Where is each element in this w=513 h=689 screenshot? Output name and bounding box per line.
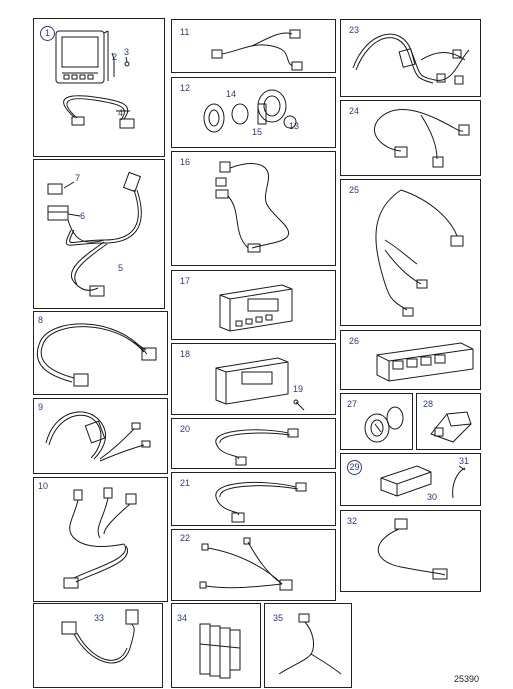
panel-label: 10 [38, 481, 49, 491]
panel-1: 1 2 3 4 [33, 18, 165, 157]
panel-label: 12 [180, 83, 191, 93]
panel-label: 11 [180, 27, 190, 37]
panel-17: 17 [171, 270, 336, 340]
panel-label: 8 [38, 315, 44, 325]
panel-20: 20 [171, 418, 336, 469]
harness-9-drawing [45, 411, 151, 462]
callout-2: 2 [112, 52, 118, 62]
callout-14: 14 [226, 89, 237, 99]
panel-label: 22 [180, 533, 191, 543]
callout-3: 3 [124, 47, 130, 57]
panel-label: 16 [180, 157, 191, 167]
control-unit-18-drawing [215, 357, 305, 411]
panel-5-6-7: 7 6 5 [33, 159, 165, 309]
panel-12: 12 14 15 13 [171, 77, 336, 148]
panel-label: 9 [38, 402, 44, 412]
panel-label: 33 [94, 613, 105, 623]
bracket-28-drawing [430, 411, 472, 443]
panel-34: 34 [171, 603, 261, 688]
panel-29: 29 31 30 [340, 453, 481, 506]
sensor-29-drawing [380, 465, 466, 499]
panel-label: 20 [180, 424, 191, 434]
figure-number: 25390 [453, 674, 479, 684]
panel-label: 24 [349, 106, 360, 116]
switch-27-drawing [364, 406, 404, 443]
panel-24: 24 [340, 100, 481, 176]
harness-11-drawing [211, 29, 303, 71]
panel-label: 18 [180, 349, 191, 359]
panel-label: 34 [177, 613, 188, 623]
callout-6: 6 [80, 211, 86, 221]
harness-22-drawing [199, 537, 293, 591]
harness-25-drawing [375, 189, 464, 317]
module-26-drawing [376, 342, 474, 382]
panel-label: 28 [423, 399, 434, 409]
panel-label: 32 [347, 516, 358, 526]
panel-26: 26 [340, 330, 481, 390]
panel-label: 26 [349, 336, 360, 346]
callout-15: 15 [252, 127, 263, 137]
callout-19: 19 [293, 384, 304, 394]
connectors-12-drawing [203, 89, 297, 133]
harness-10-drawing [63, 487, 137, 589]
panel-label: 29 [347, 460, 362, 475]
panel-10: 10 [33, 477, 168, 602]
callout-31: 31 [459, 456, 470, 466]
panel-22: 22 [171, 529, 336, 601]
panel-label: 35 [273, 613, 284, 623]
harness-16-drawing [215, 161, 290, 253]
display-unit-and-cable-drawing [55, 30, 135, 129]
cable-32-drawing [377, 518, 448, 580]
panel-28: 28 [416, 393, 481, 450]
callout-5: 5 [118, 263, 124, 273]
panel-label: 25 [349, 185, 360, 195]
panel-11: 11 [171, 19, 336, 73]
panel-25: 25 [340, 179, 481, 326]
panel-33: 33 [33, 603, 163, 688]
panel-32: 32 [340, 510, 481, 592]
harness-23-drawing [352, 33, 470, 85]
panel-label: 21 [180, 478, 191, 488]
panel-label: 23 [349, 25, 360, 35]
panel-label: 27 [347, 399, 358, 409]
cable-35-drawing [278, 613, 342, 675]
panel-27: 27 [340, 393, 413, 450]
callout-30: 30 [427, 492, 438, 502]
harness-5-drawing [47, 171, 142, 297]
callout-4: 4 [118, 108, 124, 118]
panel-23: 23 [340, 19, 481, 97]
panel-label: 1 [40, 26, 55, 41]
control-unit-17-drawing [219, 284, 293, 332]
cable-21-drawing [215, 481, 307, 523]
panel-label: 17 [180, 276, 191, 286]
cable-20-drawing [215, 428, 299, 466]
panel-8: 8 [33, 311, 168, 395]
panel-35: 35 [264, 603, 352, 688]
harness-33-drawing [61, 609, 139, 664]
terminal-blocks-34-drawing [199, 623, 241, 679]
panel-16: 16 [171, 151, 336, 266]
harness-24-drawing [374, 109, 470, 168]
panel-21: 21 [171, 472, 336, 526]
callout-7: 7 [75, 173, 81, 183]
panel-18: 18 19 [171, 343, 336, 415]
panel-9: 9 [33, 398, 168, 474]
harness-8-drawing [36, 323, 157, 387]
